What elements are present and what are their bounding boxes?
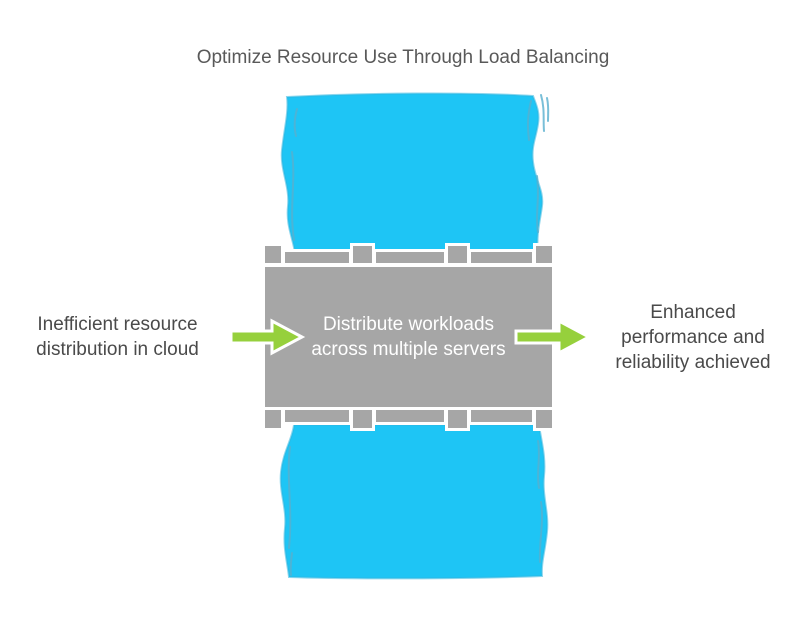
load-balancer-box: Distribute workloads across multiple ser… (265, 267, 552, 407)
clamp-bolt (536, 410, 552, 428)
clamp-bolt (265, 410, 281, 428)
clamp-bolt (536, 246, 552, 263)
clamp-plate (376, 410, 444, 422)
top-water-shape (280, 92, 544, 254)
input-label: Inefficient resource distribution in clo… (36, 314, 199, 360)
clamp-bolt (353, 246, 372, 263)
clamp-plate (471, 410, 532, 422)
bottom-water-flow-lines (287, 440, 543, 576)
output-label: Enhanced performance and reliability ach… (615, 302, 771, 373)
clamp-bolt (353, 410, 372, 428)
top-water-flow-lines (291, 94, 550, 241)
bottom-water-shape (279, 424, 549, 580)
clamp-bolt (265, 246, 281, 263)
clamp-bolt (448, 246, 467, 263)
clamp-plate (285, 410, 349, 422)
top-water-stream (280, 92, 550, 254)
diagram-title: Optimize Resource Use Through Load Balan… (196, 47, 610, 68)
load-balancer-label: Distribute workloads across multiple ser… (311, 314, 506, 360)
clamp-plate (376, 252, 444, 263)
clamp-plate (285, 252, 349, 263)
bottom-water-stream (279, 424, 549, 580)
clamp-bolt (448, 410, 467, 428)
clamp-plate (471, 252, 532, 263)
